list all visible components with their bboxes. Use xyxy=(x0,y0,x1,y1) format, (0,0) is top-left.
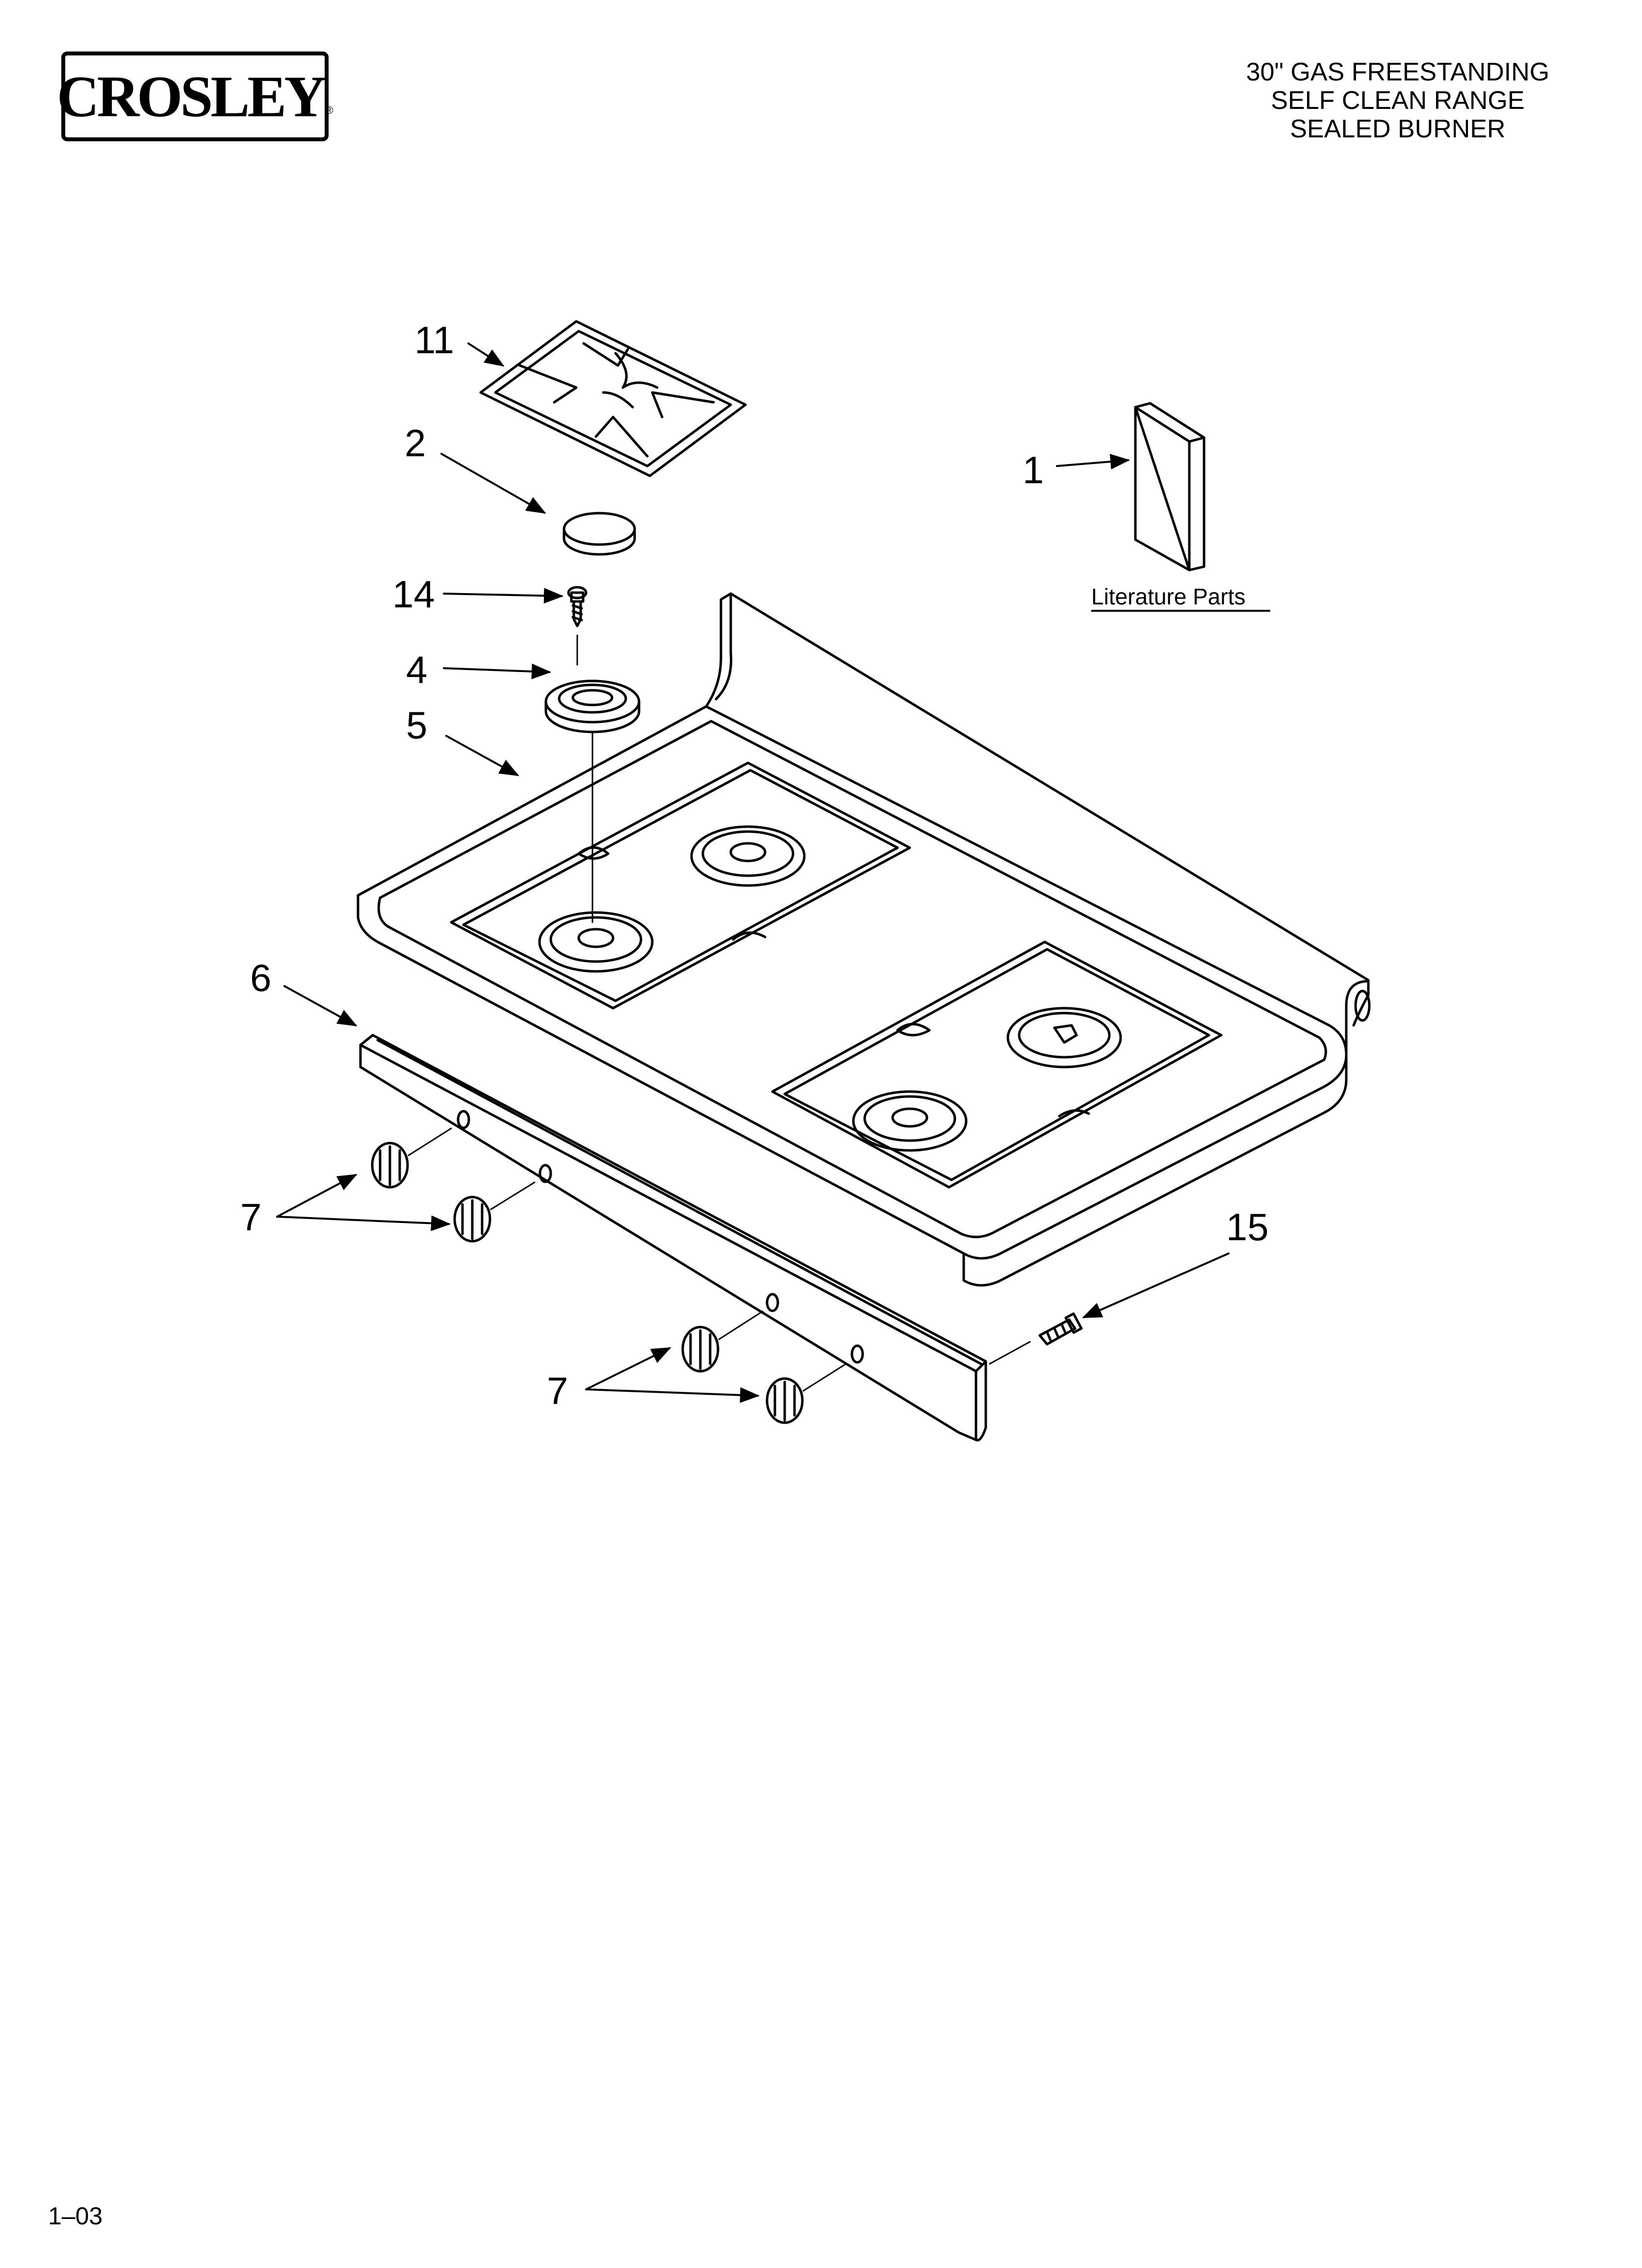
leader-lines xyxy=(276,342,1230,1403)
control-knob xyxy=(453,1181,536,1243)
literature-booklet xyxy=(1134,402,1206,572)
callout-7: 7 xyxy=(240,1196,261,1239)
callout-15: 15 xyxy=(1226,1205,1269,1249)
right-burner-recess xyxy=(771,940,1223,1189)
callout-14: 14 xyxy=(392,573,435,616)
burner-grate xyxy=(479,320,747,477)
control-knob xyxy=(371,1127,452,1189)
title-line-2: SELF CLEAN RANGE xyxy=(1271,86,1525,115)
callout-5: 5 xyxy=(406,704,427,747)
callout-2: 2 xyxy=(405,421,426,465)
callout-6: 6 xyxy=(250,956,271,999)
page-title: 30" GAS FREESTANDING SELF CLEAN RANGE SE… xyxy=(1202,58,1594,143)
burner-cap xyxy=(563,512,636,556)
cooktop-main xyxy=(357,592,1371,1287)
callout-1: 1 xyxy=(1023,448,1044,492)
callout-7: 7 xyxy=(547,1369,568,1412)
title-line-1: 30" GAS FREESTANDING xyxy=(1246,58,1550,86)
left-front-burner-well xyxy=(538,911,654,973)
burner-base xyxy=(544,679,641,923)
title-line-3: SEALED BURNER xyxy=(1290,115,1506,143)
brand-logo: CROSLEY ® xyxy=(57,52,333,141)
literature-parts-label: Literature Parts xyxy=(1091,584,1245,609)
callout-4: 4 xyxy=(406,648,427,691)
callout-11: 11 xyxy=(414,318,454,362)
control-panel xyxy=(359,1034,987,1442)
right-front-burner-well xyxy=(852,1090,968,1152)
control-knob xyxy=(766,1363,847,1424)
page-code: 1–03 xyxy=(48,2202,103,2230)
burner-screw xyxy=(567,586,588,666)
registered-mark: ® xyxy=(325,104,334,116)
left-burner-recess xyxy=(450,761,911,1010)
right-rear-burner-well xyxy=(1006,1007,1122,1069)
left-rear-burner-well xyxy=(690,825,806,887)
panel-screw xyxy=(989,1312,1083,1365)
brand-name: CROSLEY xyxy=(56,63,327,129)
control-knob xyxy=(681,1310,764,1373)
